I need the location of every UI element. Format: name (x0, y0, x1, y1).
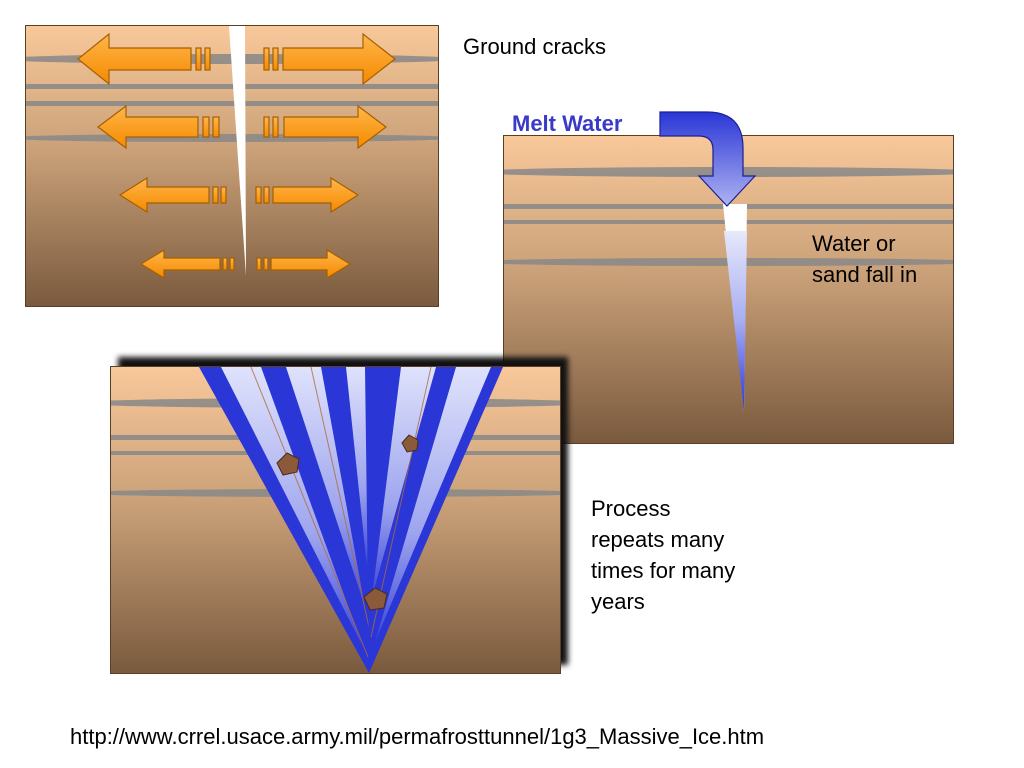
source-url: http://www.crrel.usace.army.mil/permafro… (70, 724, 765, 749)
pentagon-stone-icon (363, 587, 388, 611)
melt-water-label-svg: Melt Water (512, 111, 623, 136)
pentagon-stone-icon (276, 452, 300, 476)
pebbles (276, 434, 419, 611)
double-headed-arrow-icon (118, 176, 360, 214)
ground-cracks-panel (25, 25, 439, 307)
double-headed-arrow-icon (97, 104, 387, 150)
ice-wedge (199, 367, 503, 673)
water-in-crack (724, 231, 747, 411)
double-headed-arrow-icon (139, 248, 352, 280)
pentagon-stone-icon (401, 434, 419, 453)
ice-wedge-illustration (111, 367, 560, 673)
water-sand-caption: Water or sand fall in (812, 231, 918, 287)
melt-water-label: Melt Water (512, 111, 623, 136)
expansion-arrows (77, 32, 396, 280)
curved-down-arrow-icon (659, 111, 757, 207)
process-repeats-caption: Process repeats many times for many year… (591, 496, 736, 614)
melt-water-label-group: Melt Water (512, 108, 662, 138)
ice-wedge-panel (110, 366, 561, 674)
ground-crack (229, 26, 246, 276)
ground-cracks-caption: Ground cracks (463, 34, 607, 59)
double-headed-arrow-icon (77, 32, 396, 86)
ground-cracks-illustration (26, 26, 438, 306)
